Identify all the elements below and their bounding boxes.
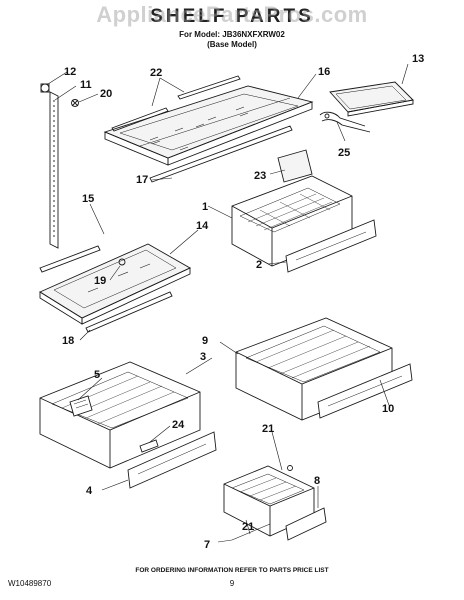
part-10-pan-handle [317, 363, 413, 419]
part-12-bracket [40, 83, 50, 93]
part-4-drawer-handle [127, 431, 217, 489]
callout-8: 8 [314, 475, 320, 487]
callout-4: 4 [86, 485, 93, 497]
part-13-glass-shelf [329, 81, 414, 117]
part-7-bin-base [231, 523, 271, 541]
callout-9: 9 [202, 335, 208, 347]
callout-18: 18 [62, 335, 74, 347]
part-23-divider [277, 149, 313, 183]
model-subtitle: (Base Model) [207, 40, 257, 49]
callout-25: 25 [338, 147, 350, 159]
part-25-shelf-brackets [319, 111, 371, 133]
part-17-front-trim [149, 125, 293, 183]
callout-23: 23 [254, 170, 266, 182]
callout-3: 3 [200, 351, 206, 363]
callout-21-top: 21 [262, 423, 274, 435]
callout-15: 15 [82, 193, 94, 205]
part-24-label [139, 439, 159, 453]
part-22-trim-strips [111, 75, 241, 132]
part-9-wide-pan [235, 317, 393, 421]
part-19-clip [118, 258, 126, 266]
part-16-upper-glass-shelf [103, 85, 314, 166]
callout-5: 5 [94, 369, 100, 381]
callout-13: 13 [412, 53, 424, 65]
part-1-pan [231, 175, 353, 267]
part-20-screw [71, 99, 79, 107]
part-11-vertical-rail [49, 91, 59, 249]
callout-10: 10 [382, 403, 394, 415]
document-number: W10489870 [8, 579, 52, 588]
callout-20: 20 [100, 88, 112, 100]
model-info: For Model: JB36NXFXRW02 (Base Model) [0, 30, 464, 50]
callout-22: 22 [150, 67, 162, 79]
callout-12: 12 [64, 66, 76, 78]
callout-21-bottom: 21 [242, 521, 254, 533]
part-18-front-trim [85, 291, 173, 333]
part-15-trim-strip [39, 245, 101, 273]
model-line: For Model: JB36NXFXRW02 [179, 30, 285, 39]
callout-16: 16 [318, 66, 330, 78]
part-21-bin [223, 465, 315, 537]
part-8-bin-handle [285, 507, 327, 541]
callout-14: 14 [196, 220, 209, 232]
callout-1: 1 [202, 201, 208, 213]
callout-2: 2 [256, 259, 262, 271]
page-number: 9 [229, 579, 235, 588]
part-14-glass-shelf [39, 243, 191, 325]
page-title: SHELF PARTS [150, 6, 314, 27]
callout-19: 19 [94, 275, 106, 287]
callout-24: 24 [172, 419, 185, 431]
ordering-info: FOR ORDERING INFORMATION REFER TO PARTS … [135, 567, 329, 574]
callout-7: 7 [204, 539, 210, 551]
callout-17: 17 [136, 174, 148, 186]
callout-11: 11 [80, 79, 92, 91]
leader-lines [47, 63, 409, 543]
part-3-deli-drawer [39, 361, 201, 469]
part-2-pan-handle [285, 219, 377, 273]
part-5-control-knob [69, 395, 93, 417]
